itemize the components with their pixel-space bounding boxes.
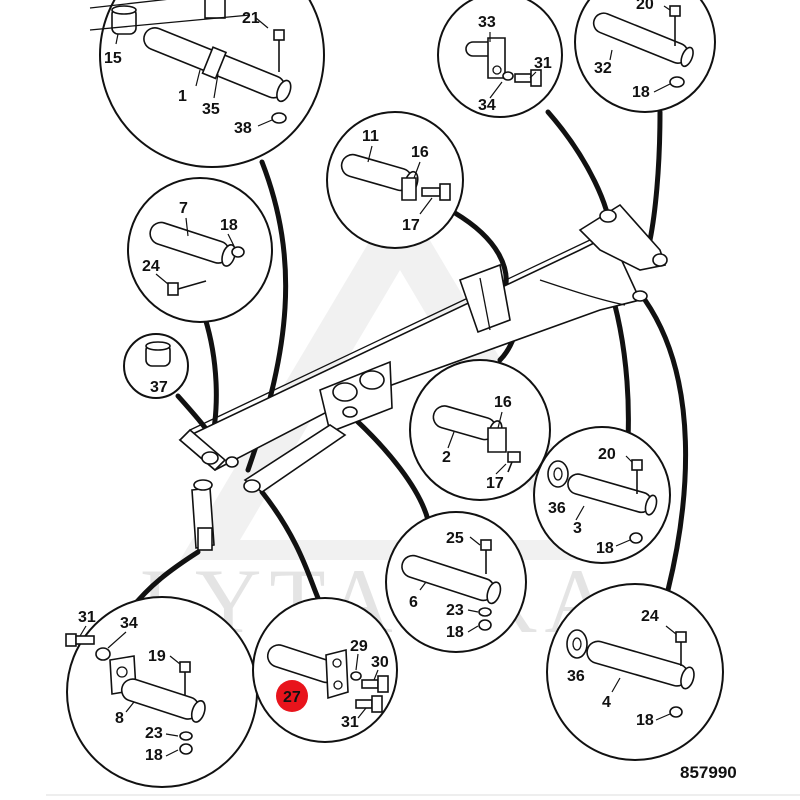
label: 23 [145,725,163,742]
label: 38 [234,120,252,137]
callout-8-parts [547,459,658,544]
callout-5-parts [149,221,245,296]
highlighted-label: 27 [283,689,301,706]
label: 3 [573,520,582,537]
callout-6-parts [145,341,171,367]
callout-10-parts [65,633,206,755]
label: 19 [148,648,166,665]
label: 32 [594,60,612,77]
label: 16 [494,394,512,411]
label: 35 [202,101,220,118]
callout-12-parts [566,629,695,718]
label: 18 [636,712,654,729]
callout-4-parts [340,153,451,201]
callout-3-parts [592,5,694,88]
callout-11-parts [266,644,389,713]
label: 17 [486,475,504,492]
label: 8 [115,710,124,727]
label: 4 [602,694,611,711]
label: 21 [242,10,260,27]
label: 30 [371,654,389,671]
label: 18 [145,747,163,764]
label: 33 [478,14,496,31]
label: 34 [478,97,496,114]
label: 24 [641,608,659,625]
label: 7 [179,200,188,217]
callout-2-parts [465,37,542,87]
label: 2 [442,449,451,466]
highlight-marker[interactable] [276,680,308,712]
label: 23 [446,602,464,619]
label: 1 [178,88,187,105]
label: 18 [632,84,650,101]
label: 16 [411,144,429,161]
label: 37 [150,379,168,396]
label: 18 [596,540,614,557]
label: 25 [446,530,464,547]
label: 29 [350,638,368,655]
label: 31 [78,609,96,626]
label: 18 [220,217,238,234]
boom-assembly [178,203,668,551]
label: 31 [341,714,359,731]
label: 36 [567,668,585,685]
callout-7-parts [432,405,521,473]
label: 15 [104,50,122,67]
label: 20 [636,0,654,13]
label: 17 [402,217,420,234]
label: 24 [142,258,160,275]
label: 31 [534,55,552,72]
label: 36 [548,500,566,517]
label: 20 [598,446,616,463]
label: 11 [362,128,379,145]
callout-9-parts [401,539,502,631]
label: 34 [120,615,138,632]
callout-1-parts [89,0,292,124]
label: 6 [409,594,418,611]
label: 18 [446,624,464,641]
drawing-reference-number: 857990 [680,763,737,782]
